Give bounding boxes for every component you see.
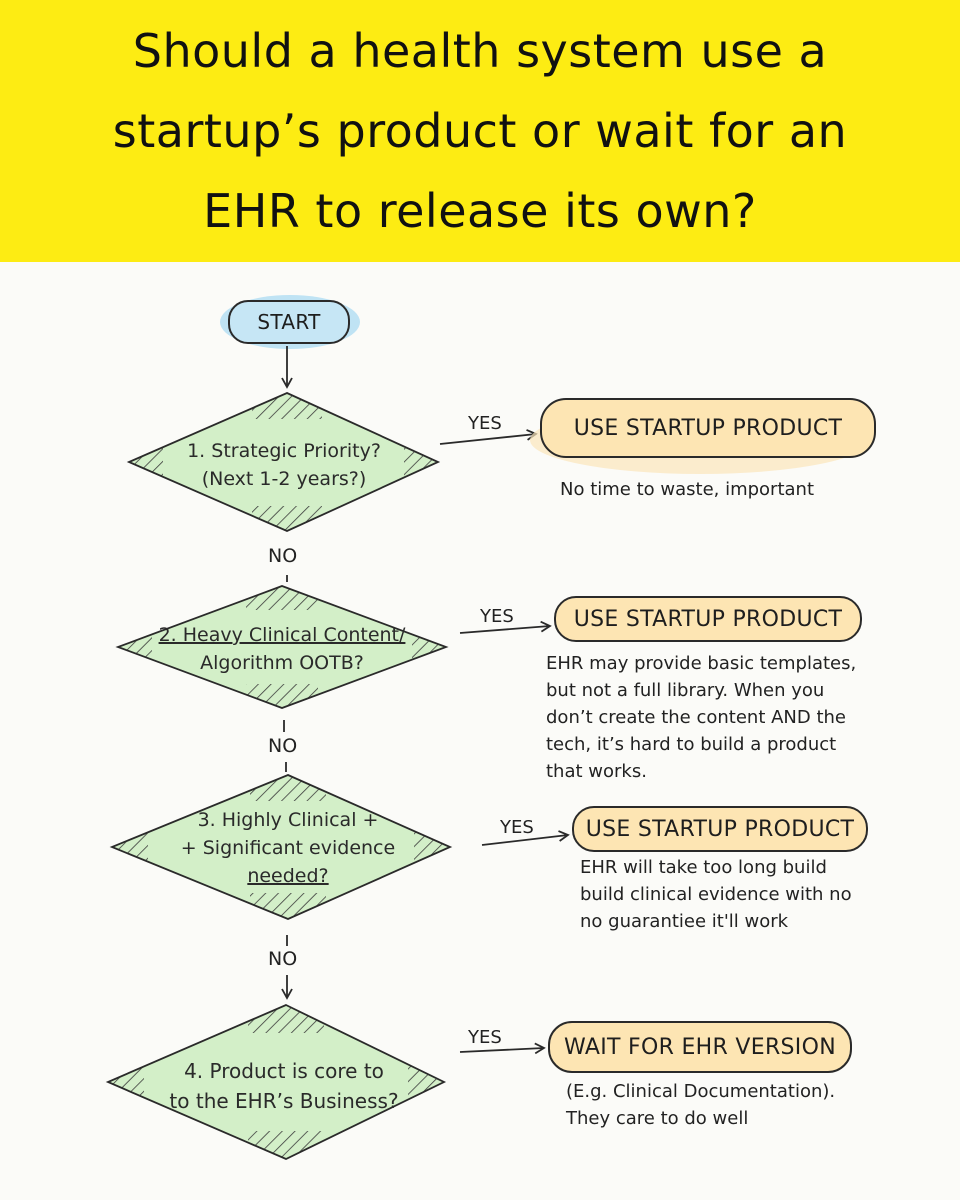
decision-2-line-2: Algorithm OOTB? <box>200 652 364 674</box>
yes-label-2: YES <box>480 606 514 627</box>
yes-label-1: YES <box>468 413 502 434</box>
yes-label-4: YES <box>468 1027 502 1048</box>
title-banner: Should a health system use a startup’s p… <box>0 0 960 262</box>
outcome-3-note-line-1: EHR will take too long build <box>580 857 827 878</box>
outcome-2-note: EHR may provide basic templates, but not… <box>546 650 856 785</box>
title-line-1: Should a health system use a <box>132 24 828 78</box>
decision-3-line-3: needed? <box>247 865 329 887</box>
no-label-1: NO <box>268 545 298 567</box>
outcome-3-note-line-3: no guarantiee it'll work <box>580 911 789 932</box>
title-line-3: EHR to release its own? <box>203 184 757 238</box>
decision-2-text: 2. Heavy Clinical Content/ Algorithm OOT… <box>132 621 432 677</box>
outcome-4-box: WAIT FOR EHR VERSION <box>548 1021 852 1073</box>
decision-2-diamond <box>115 585 449 709</box>
arrow-yes-4 <box>459 1042 546 1055</box>
decision-1-line-1: 1. Strategic Priority? <box>187 440 381 462</box>
outcome-3-box: USE STARTUP PRODUCT <box>572 806 868 852</box>
decision-3-line-1: 3. Highly Clinical + <box>197 809 379 831</box>
decision-4-line-1: 4. Product is core to <box>184 1059 384 1083</box>
outcome-2-note-line-2: but not a full library. When you <box>546 680 825 701</box>
title-line-2: startup’s product or wait for an <box>112 104 848 158</box>
arrow-yes-1 <box>439 429 538 445</box>
decision-3-line-2: + Significant evidence <box>180 837 396 859</box>
outcome-4-note: (E.g. Clinical Documentation). They care… <box>566 1078 835 1132</box>
decision-2-line-1: 2. Heavy Clinical Content/ <box>158 624 406 646</box>
outcome-2-note-line-4: tech, it’s hard to build a product <box>546 734 837 755</box>
no-label-3: NO <box>268 948 298 970</box>
no-label-2: NO <box>268 735 298 757</box>
decision-1-text: 1. Strategic Priority? (Next 1-2 years?) <box>139 437 429 493</box>
outcome-2-box: USE STARTUP PRODUCT <box>554 596 862 642</box>
outcome-3-note: EHR will take too long build build clini… <box>580 854 852 935</box>
decision-3-text: 3. Highly Clinical + + Significant evide… <box>138 806 438 890</box>
outcome-2-note-line-5: that works. <box>546 761 647 782</box>
decision-4-line-2: to the EHR’s Business? <box>169 1089 399 1113</box>
start-node: START <box>228 300 350 344</box>
outcome-3-note-line-2: build clinical evidence with no <box>580 884 852 905</box>
outcome-1-box: USE STARTUP PRODUCT <box>540 398 876 458</box>
outcome-4-note-line-2: They care to do well <box>566 1108 749 1129</box>
decision-1-line-2: (Next 1-2 years?) <box>201 468 367 490</box>
outcome-2-note-line-3: don’t create the content AND the <box>546 707 847 728</box>
arrow-yes-2 <box>459 620 552 634</box>
yes-label-3: YES <box>500 817 534 838</box>
outcome-4-note-line-1: (E.g. Clinical Documentation). <box>566 1081 836 1102</box>
outcome-2-note-line-1: EHR may provide basic templates, <box>546 653 857 674</box>
outcome-1-note-line-1: No time to waste, important <box>560 479 815 500</box>
arrow-yes-3 <box>481 830 570 846</box>
outcome-1-note: No time to waste, important <box>560 476 814 503</box>
decision-4-text: 4. Product is core to to the EHR’s Busin… <box>134 1056 434 1116</box>
